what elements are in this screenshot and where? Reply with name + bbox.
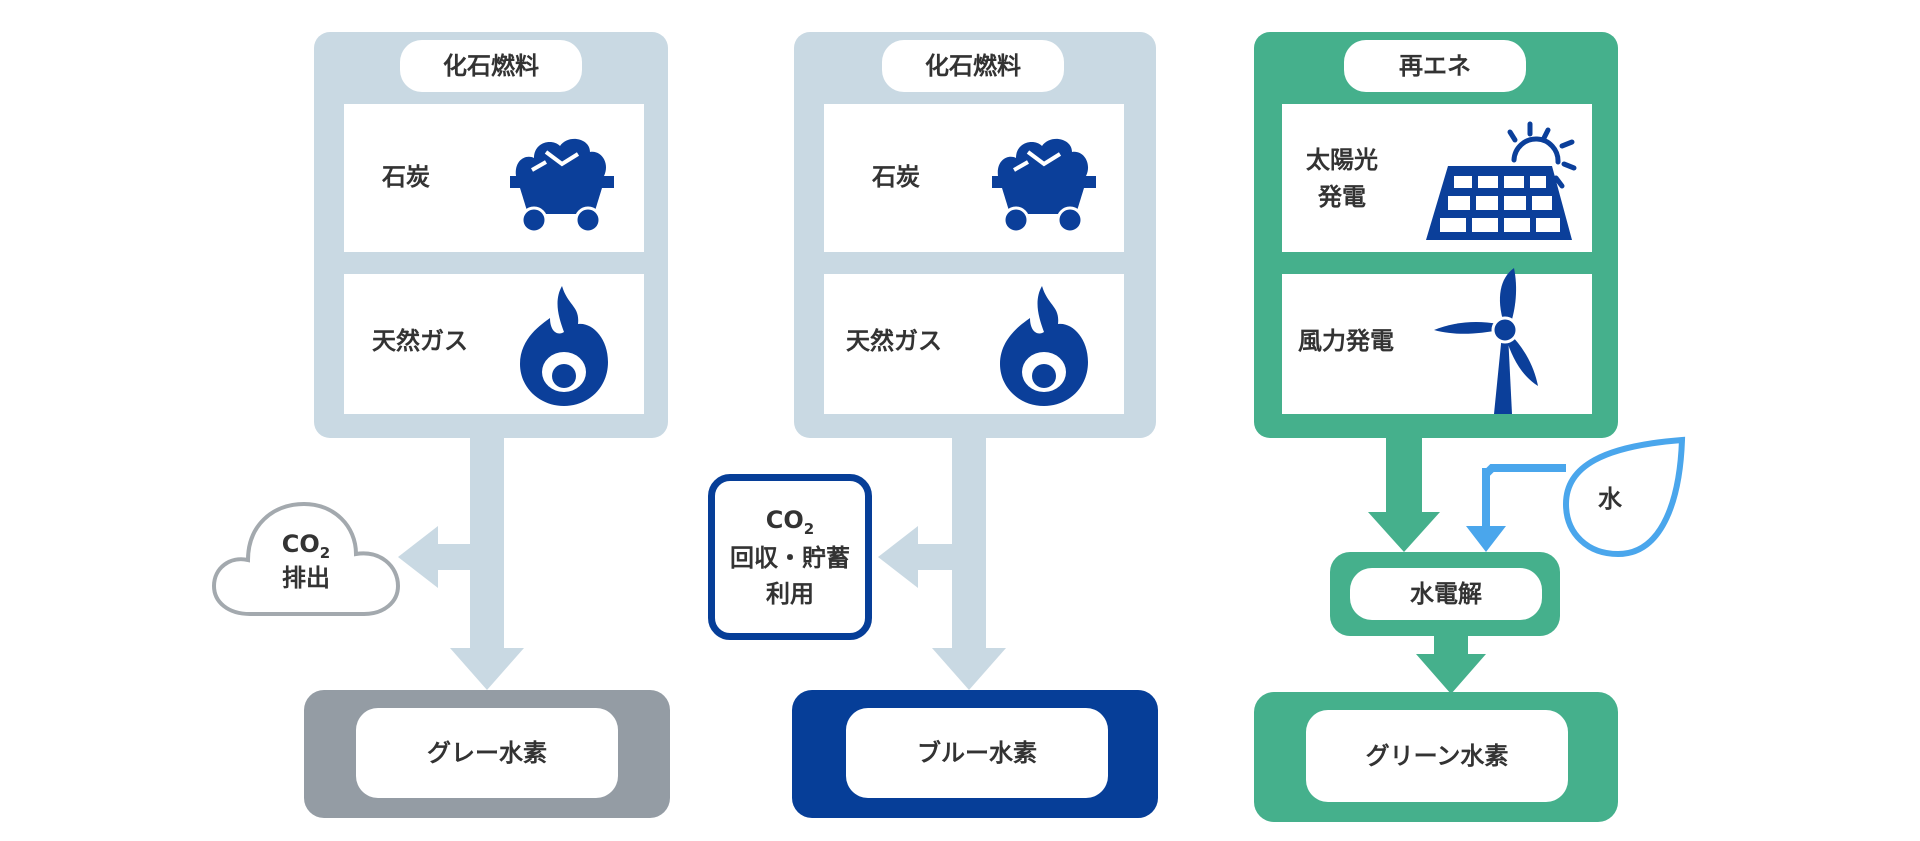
source-label-coal: 石炭 xyxy=(382,163,430,191)
electrolysis-label: 水電解 xyxy=(1350,568,1542,620)
flow-arrows-green xyxy=(1368,438,1566,694)
flow-arrows-blue xyxy=(878,438,1006,690)
co2-subscript: 2 xyxy=(803,519,815,538)
co2-emission-cloud xyxy=(211,501,401,616)
category-label-fossil-2: 化石燃料 xyxy=(882,40,1064,92)
source-card-natural-gas: 天然ガス xyxy=(344,274,644,414)
ccus-text: 回収・貯蓄 利用 xyxy=(730,544,850,609)
source-card-solar: 太陽光 発電 xyxy=(1282,104,1592,252)
category-label-renewable: 再エネ xyxy=(1344,40,1526,92)
flame-icon xyxy=(520,286,608,406)
source-label-coal-2: 石炭 xyxy=(872,163,920,191)
solar-panel-icon xyxy=(1426,121,1577,240)
co2-subscript: 2 xyxy=(319,544,331,563)
source-card-natural-gas-2: 天然ガス xyxy=(824,274,1124,414)
gray-hydrogen-label: グレー水素 xyxy=(356,708,618,798)
co2-emission-label: CO2 排出 xyxy=(246,526,366,596)
source-label-wind: 風力発電 xyxy=(1298,327,1394,355)
source-card-wind: 風力発電 xyxy=(1282,268,1592,414)
category-label-fossil: 化石燃料 xyxy=(400,40,582,92)
flow-arrows-gray xyxy=(398,438,524,690)
source-label-natural-gas-2: 天然ガス xyxy=(846,327,942,355)
coal-cart-icon xyxy=(510,138,614,234)
co2-formula: CO xyxy=(765,505,804,534)
coal-cart-icon xyxy=(992,138,1096,234)
source-label-natural-gas: 天然ガス xyxy=(372,327,468,355)
flame-icon xyxy=(1000,286,1088,406)
green-hydrogen-label: グリーン水素 xyxy=(1306,710,1568,802)
wind-turbine-icon xyxy=(1434,268,1538,414)
source-label-solar: 太陽光 発電 xyxy=(1306,146,1378,212)
ccus-label: CO2 回収・貯蓄 利用 xyxy=(712,494,868,620)
ccus-box xyxy=(708,474,872,640)
co2-formula: CO xyxy=(281,530,320,559)
blue-hydrogen-label: ブルー水素 xyxy=(846,708,1108,798)
source-card-coal-2: 石炭 xyxy=(824,104,1124,252)
co2-emission-text: 排出 xyxy=(282,563,330,592)
water-label: 水 xyxy=(1598,485,1622,513)
source-card-coal: 石炭 xyxy=(344,104,644,252)
water-drop-icon xyxy=(1562,436,1686,558)
